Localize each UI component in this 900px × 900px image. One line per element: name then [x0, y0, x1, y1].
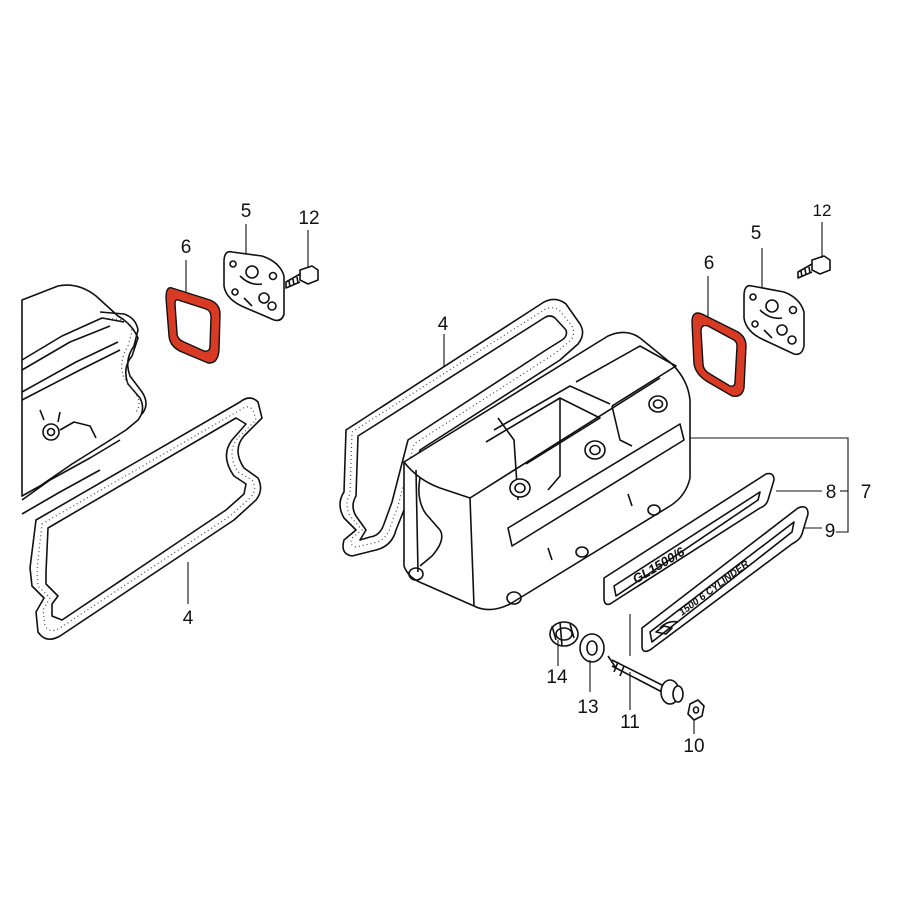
left-lower-gasket	[29, 397, 263, 640]
right-bolt	[797, 255, 831, 279]
right-seal-highlight	[691, 312, 747, 398]
callout-emblem-upper: 8	[826, 482, 837, 503]
callout-emblem-lower: 9	[825, 521, 836, 542]
left-cylinder-head-cover	[21, 284, 144, 515]
left-breather-plate	[223, 250, 285, 322]
callout-numbers: 6 5 12 4 4 6 5 12 8 7 9 14 13 11 10	[181, 201, 872, 757]
left-cover-boss	[42, 423, 60, 441]
callout-left-bolt: 12	[298, 208, 319, 229]
left-upper-gasket	[99, 311, 147, 415]
leader-lines	[185, 222, 849, 734]
left-seal-highlight	[165, 287, 221, 364]
callout-emblem-set: 7	[861, 482, 872, 503]
right-cylinder-head-cover	[403, 331, 691, 611]
callout-washer: 13	[577, 697, 598, 718]
callout-left-plate: 5	[241, 201, 252, 222]
grommet	[549, 621, 579, 647]
left-bolt	[285, 265, 319, 289]
callout-grommet: 14	[546, 667, 568, 688]
right-gasket	[339, 298, 584, 557]
callout-left-gasket-lower: 4	[183, 608, 194, 629]
callout-left-seal: 6	[181, 237, 192, 258]
right-breather-plate	[743, 284, 805, 356]
callout-right-gasket: 4	[438, 314, 449, 335]
mount-bolt	[607, 655, 684, 705]
callout-right-plate: 5	[751, 223, 762, 244]
washer	[579, 633, 605, 663]
wing-logo-icon	[655, 620, 679, 635]
callout-mount-bolt: 11	[620, 712, 640, 733]
callout-right-bolt: 12	[813, 201, 832, 220]
callout-nut: 10	[683, 736, 704, 757]
callout-right-seal: 6	[704, 253, 715, 274]
nut	[687, 699, 705, 721]
emblem-lower-text: 1500 6 CYLINDER	[677, 558, 752, 618]
